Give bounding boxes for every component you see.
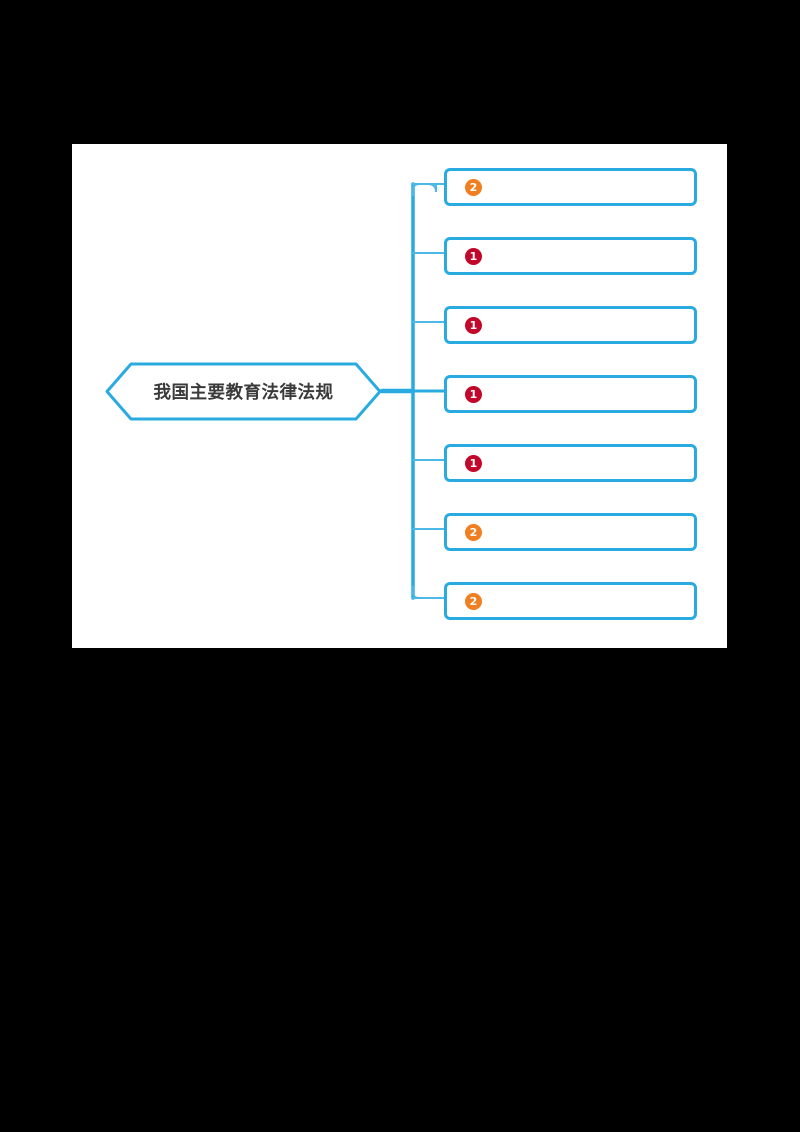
level-badge-icon: 1 [465, 247, 482, 265]
topic-box-2[interactable]: 1 [444, 237, 697, 275]
level-badge-icon: 2 [465, 178, 482, 196]
topic-box-1[interactable]: 2 [444, 168, 697, 206]
root-node-label: 我国主要教育法律法规 [153, 383, 334, 403]
level-badge-icon: 2 [465, 523, 482, 541]
root-node-shape [105, 362, 382, 421]
topic-box-3[interactable]: 1 [444, 306, 697, 344]
topic-box-7[interactable]: 2 [444, 582, 697, 620]
level-badge-icon: 2 [465, 592, 482, 610]
root-node[interactable]: 我国主要教育法律法规 [105, 362, 382, 421]
level-badge-icon: 1 [465, 454, 482, 472]
mindmap-canvas: 我国主要教育法律法规 2 1 1 1 1 2 [72, 144, 727, 648]
topic-box-5[interactable]: 1 [444, 444, 697, 482]
level-badge-icon: 1 [465, 385, 482, 403]
topic-box-6[interactable]: 2 [444, 513, 697, 551]
level-badge-icon: 1 [465, 316, 482, 334]
topic-box-4[interactable]: 1 [444, 375, 697, 413]
